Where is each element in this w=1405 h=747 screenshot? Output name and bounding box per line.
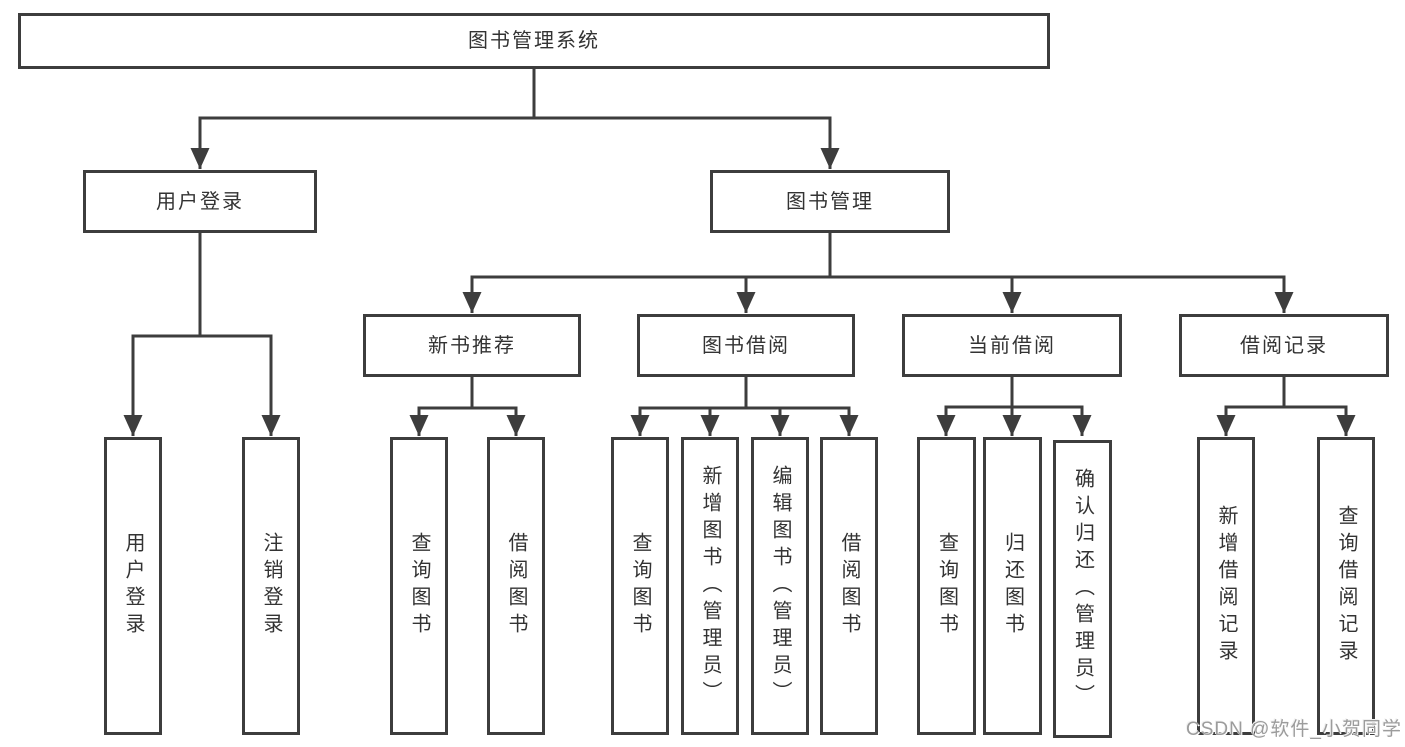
leaf-query-books: 查询图书 (611, 437, 669, 735)
leaf-query-borrowing-record: 查询借阅记录 (1317, 437, 1375, 735)
node-current-borrowing: 当前借阅 (902, 314, 1122, 377)
leaf-query-books: 查询图书 (917, 437, 976, 735)
leaf-edit-books-admin: 编辑图书（管理员） (751, 437, 809, 735)
node-book-management: 图书管理 (710, 170, 950, 233)
leaf-confirm-return-admin: 确认归还（管理员） (1053, 440, 1112, 738)
leaf-add-books-admin: 新增图书（管理员） (681, 437, 739, 735)
node-user-login: 用户登录 (83, 170, 317, 233)
leaf-add-borrowing-record: 新增借阅记录 (1197, 437, 1255, 735)
csdn-watermark: CSDN @软件_小贺同学 (1186, 719, 1402, 740)
node-borrowing-records: 借阅记录 (1179, 314, 1389, 377)
leaf-query-books: 查询图书 (390, 437, 448, 735)
leaf-logout: 注销登录 (242, 437, 300, 735)
node-new-book-recommendation: 新书推荐 (363, 314, 581, 377)
leaf-borrow-books: 借阅图书 (820, 437, 878, 735)
node-book-borrowing: 图书借阅 (637, 314, 855, 377)
leaf-borrow-books: 借阅图书 (487, 437, 545, 735)
leaf-return-books: 归还图书 (983, 437, 1042, 735)
leaf-user-login: 用户登录 (104, 437, 162, 735)
node-library-management-system: 图书管理系统 (18, 13, 1050, 69)
